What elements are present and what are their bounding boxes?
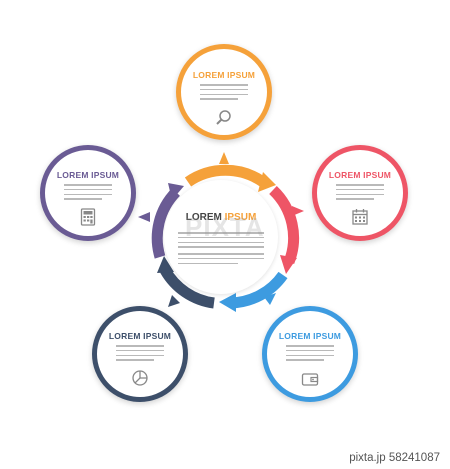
node-title: LOREM IPSUM <box>278 331 342 341</box>
ring-arrowhead <box>280 255 297 274</box>
node-title: LOREM IPSUM <box>108 331 172 341</box>
node-text-block <box>335 184 385 203</box>
ring-segment-right <box>269 186 300 265</box>
node-bottom-left: LOREM IPSUM <box>92 306 188 402</box>
footer-source: pixta.jp <box>349 452 386 464</box>
footer-id: 58241087 <box>388 452 440 464</box>
calendar-icon <box>352 209 368 225</box>
node-title: LOREM IPSUM <box>192 70 256 80</box>
wallet-icon <box>301 373 319 386</box>
calculator-icon <box>80 208 96 226</box>
ring-segment-left <box>151 188 181 259</box>
node-text-block <box>63 184 113 203</box>
node-text-block <box>115 345 165 364</box>
center-title-part1: LOREM <box>185 212 225 223</box>
node-title: LOREM IPSUM <box>328 170 392 180</box>
ring-arrowhead <box>168 183 184 200</box>
node-right: LOREM IPSUM <box>312 145 408 241</box>
pointer-bottom-left <box>168 295 180 307</box>
watermark: PIXTA <box>185 212 265 242</box>
pointer-right <box>292 206 304 216</box>
node-top: LOREM IPSUM <box>176 44 272 140</box>
node-text-block <box>199 84 249 103</box>
footer-bar: pixta.jp 58241087 <box>0 447 450 469</box>
pointer-bottom-right <box>264 293 276 305</box>
pointer-top <box>219 152 229 164</box>
node-text-block <box>285 345 335 364</box>
pointer-left <box>138 212 150 222</box>
magnifier-icon <box>216 110 231 125</box>
center-title: LOREM IPSUM <box>164 212 278 223</box>
node-title: LOREM IPSUM <box>56 170 120 180</box>
ring-arrowhead <box>258 172 276 192</box>
center-circle: LOREM IPSUM <box>164 180 278 294</box>
node-bottom-right: LOREM IPSUM <box>262 306 358 402</box>
center-title-part2: IPSUM <box>224 212 257 223</box>
node-left: LOREM IPSUM <box>40 145 136 241</box>
pie-chart-icon <box>132 370 148 386</box>
footer-text: pixta.jp 58241087 <box>349 452 440 464</box>
ring-segment-bottom-left <box>160 267 215 309</box>
ring-arrowhead <box>219 293 236 312</box>
ring-segment-bottom-right <box>230 271 288 309</box>
center-text-block <box>177 232 265 267</box>
ring-arrowhead <box>157 256 174 273</box>
ring-segment-top <box>184 164 267 187</box>
